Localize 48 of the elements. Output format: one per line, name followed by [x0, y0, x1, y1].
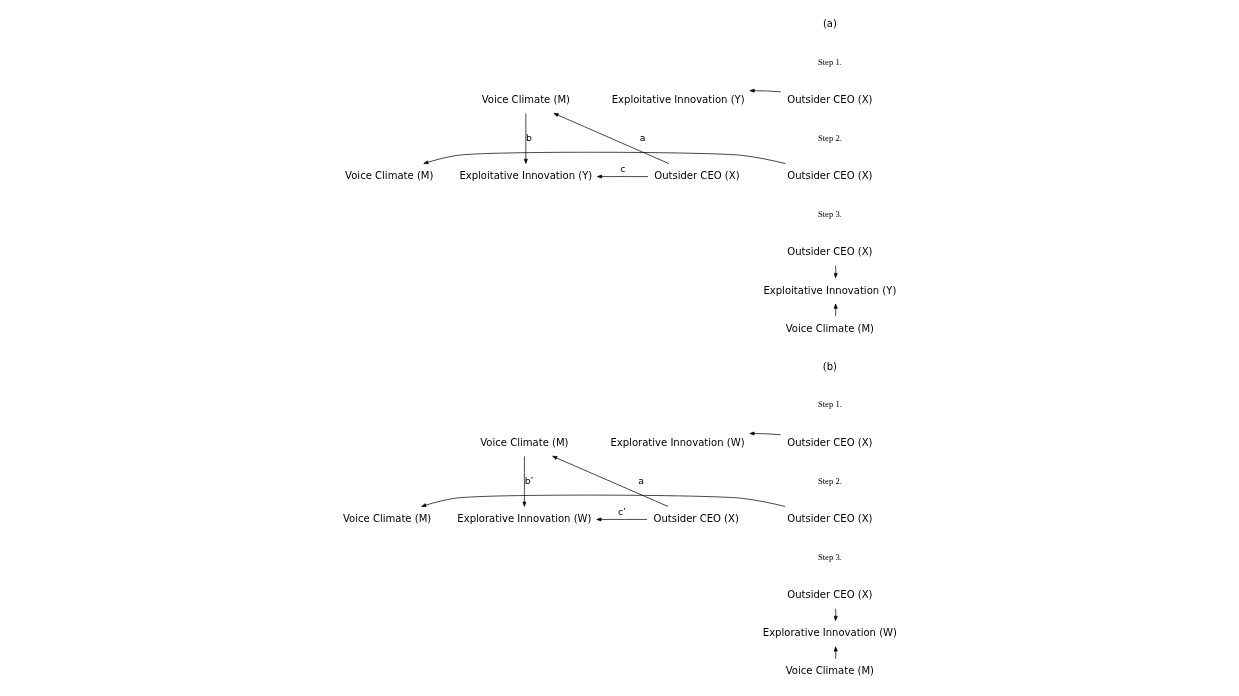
node-text: Outsider CEO (X) [786, 246, 873, 258]
label: Step 1. [817, 56, 842, 67]
node-text: Voice Climate (M) [479, 436, 569, 448]
edge-label: a [637, 474, 644, 486]
arrow [420, 494, 785, 507]
edge-label: c [619, 162, 625, 174]
node-text: Explorative Innovation (W) [762, 627, 897, 639]
node-text: Outsider CEO (X) [653, 170, 740, 182]
node-text: Outsider CEO (X) [653, 513, 739, 525]
node-text: Voice Climate (M) [481, 94, 570, 106]
edge-label: b’ [524, 474, 534, 486]
arrow [523, 113, 528, 164]
node-text: Voice Climate (M) [785, 665, 874, 677]
label: (b) [822, 360, 837, 372]
edge-label: b [525, 131, 532, 143]
node-text: Outsider CEO (X) [786, 436, 873, 448]
arrow [833, 265, 838, 279]
arrow [522, 455, 526, 507]
label: Step 3. [817, 551, 842, 562]
arrow [551, 455, 668, 507]
node-text: Explorative Innovation (W) [609, 436, 745, 448]
node-text: Exploitative Innovation (Y) [458, 170, 592, 182]
arrow [596, 174, 648, 179]
edge-label: c’ [617, 505, 626, 517]
label: Step 2. [817, 132, 842, 143]
arrow [749, 88, 781, 93]
label: Step 2. [817, 475, 842, 486]
arrow [422, 151, 786, 165]
node-text: Outsider CEO (X) [786, 94, 873, 106]
edge-label: a [639, 131, 645, 143]
node-text: Voice Climate (M) [344, 170, 433, 182]
node-text: Voice Climate (M) [342, 513, 431, 525]
label: Step 1. [817, 399, 842, 410]
node-text: Outsider CEO (X) [786, 513, 873, 525]
node-text: Exploitative Innovation (Y) [611, 94, 745, 106]
node-text: Outsider CEO (X) [786, 170, 873, 182]
label: Step 3. [817, 208, 842, 219]
node-text: Exploitative Innovation (Y) [762, 284, 896, 296]
node-text: Voice Climate (M) [785, 322, 874, 334]
arrow [833, 646, 838, 660]
node-text: Outsider CEO (X) [786, 589, 873, 601]
arrow [833, 608, 838, 621]
arrow [553, 113, 669, 164]
node-text: Explorative Innovation (W) [456, 513, 591, 525]
arrow [748, 431, 781, 436]
arrow [833, 303, 838, 317]
arrow [595, 517, 647, 522]
label: (a) [822, 17, 837, 29]
